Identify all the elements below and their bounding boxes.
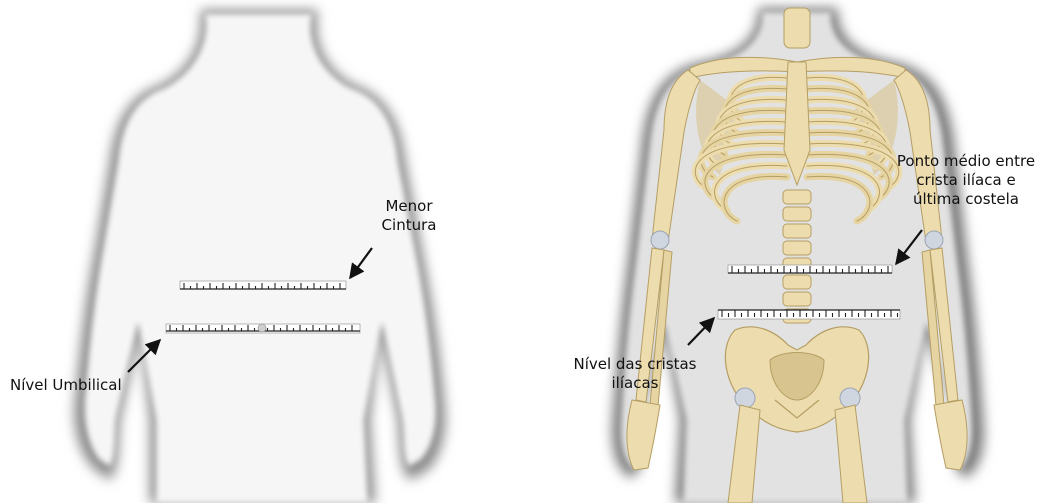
label-ponto-medio: Ponto médio entre crista ilíaca e última… [880, 152, 1052, 209]
vertebra [783, 207, 811, 221]
cervical-spine [784, 8, 810, 48]
left-body-silhouette [74, 10, 445, 503]
navel-tape [166, 324, 360, 333]
vertebra [783, 292, 811, 306]
left-elbow [651, 231, 669, 249]
vertebra [783, 275, 811, 289]
navel-marker [258, 324, 266, 332]
right-hand [934, 400, 967, 470]
left-hand [627, 400, 660, 470]
vertebra [783, 224, 811, 238]
left-hip-joint [735, 388, 755, 408]
midpoint-tape [728, 265, 892, 273]
right-elbow [925, 231, 943, 249]
waist-tape [180, 281, 346, 289]
iliac-tape [718, 310, 900, 319]
label-nivel-cristas: Nível das cristas ilíacas [555, 355, 715, 393]
label-menor-cintura: Menor Cintura [364, 197, 454, 235]
right-hip-joint [840, 388, 860, 408]
label-nivel-umbilical: Nível Umbilical [10, 376, 122, 395]
vertebra [783, 241, 811, 255]
vertebra [783, 190, 811, 204]
